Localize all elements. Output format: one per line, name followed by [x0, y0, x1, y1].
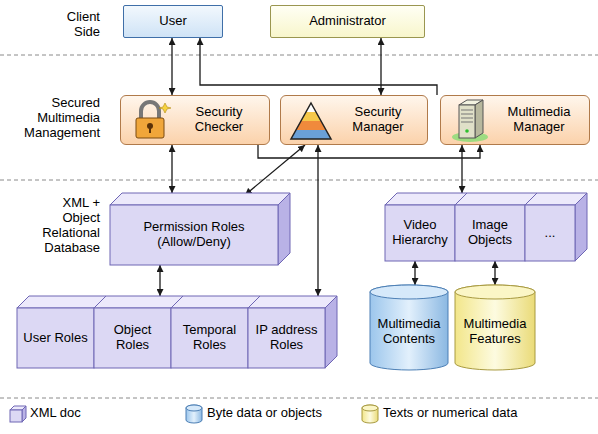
storage-cylinder: Multimedia Contents [370, 285, 448, 370]
legend-cylinder-icon [186, 405, 202, 423]
node-text: Security Manager [335, 105, 421, 135]
client-box: User [123, 5, 223, 38]
node-text: User [159, 14, 186, 29]
connector-arrow [200, 38, 437, 95]
cube-outline [525, 193, 587, 261]
manager-box: Security Checker [120, 95, 270, 145]
legend-text: Byte data or objects [207, 406, 322, 421]
node-text: Temporal Roles [175, 323, 244, 353]
node-text: Image Objects [459, 218, 521, 248]
node-text: ... [545, 226, 556, 241]
client-box: Administrator [270, 5, 425, 38]
node-text: Video Hierarchy [389, 218, 451, 248]
node-text: Permission Roles (Allow/Deny) [114, 220, 274, 250]
xml-doc-cube: Temporal Roles [171, 296, 260, 368]
server-icon [445, 97, 493, 143]
xml-doc-cube: User Roles [17, 296, 106, 368]
connector-arrow [245, 145, 305, 195]
node-text: Multimedia Manager [495, 105, 583, 135]
xml-doc-cube: ... [525, 193, 587, 261]
pyramid-icon [285, 97, 333, 143]
legend-cube-icon [10, 406, 26, 422]
xml-doc-cube: Object Roles [94, 296, 183, 368]
node-text: User Roles [23, 331, 87, 346]
lock-icon [125, 97, 173, 143]
tier-label: Client Side [40, 10, 100, 40]
connector-arrow [414, 261, 415, 285]
connector-arrow [171, 38, 172, 95]
storage-cylinder: Multimedia Features [455, 285, 535, 370]
node-text: Security Checker [175, 105, 263, 135]
tier-divider [0, 180, 598, 181]
tier-label: Secured Multimedia Management [5, 96, 100, 141]
tier-divider [0, 398, 598, 399]
node-text: Multimedia Features [459, 317, 531, 347]
node-text: Multimedia Contents [374, 317, 444, 347]
connector-arrow [317, 145, 318, 296]
node-text: Object Roles [98, 323, 167, 353]
connector-arrow [159, 265, 160, 296]
legend-text: Texts or numerical data [383, 406, 517, 421]
connector-arrow [171, 145, 172, 193]
connector-arrow [380, 38, 381, 95]
node-text: IP address Roles [252, 323, 321, 353]
xml-doc-cube: Permission Roles (Allow/Deny) [110, 193, 290, 265]
tier-label: XML + Object Relational Database [30, 196, 100, 256]
connector-arrow [461, 145, 462, 193]
node-text: Administrator [309, 14, 386, 29]
tier-divider [0, 55, 598, 56]
connector-arrow [494, 261, 495, 285]
xml-doc-cube: IP address Roles [248, 296, 337, 368]
legend-cylinder-icon [362, 405, 378, 423]
manager-box: Security Manager [280, 95, 428, 145]
legend-text: XML doc [30, 406, 81, 421]
manager-box: Multimedia Manager [440, 95, 590, 145]
